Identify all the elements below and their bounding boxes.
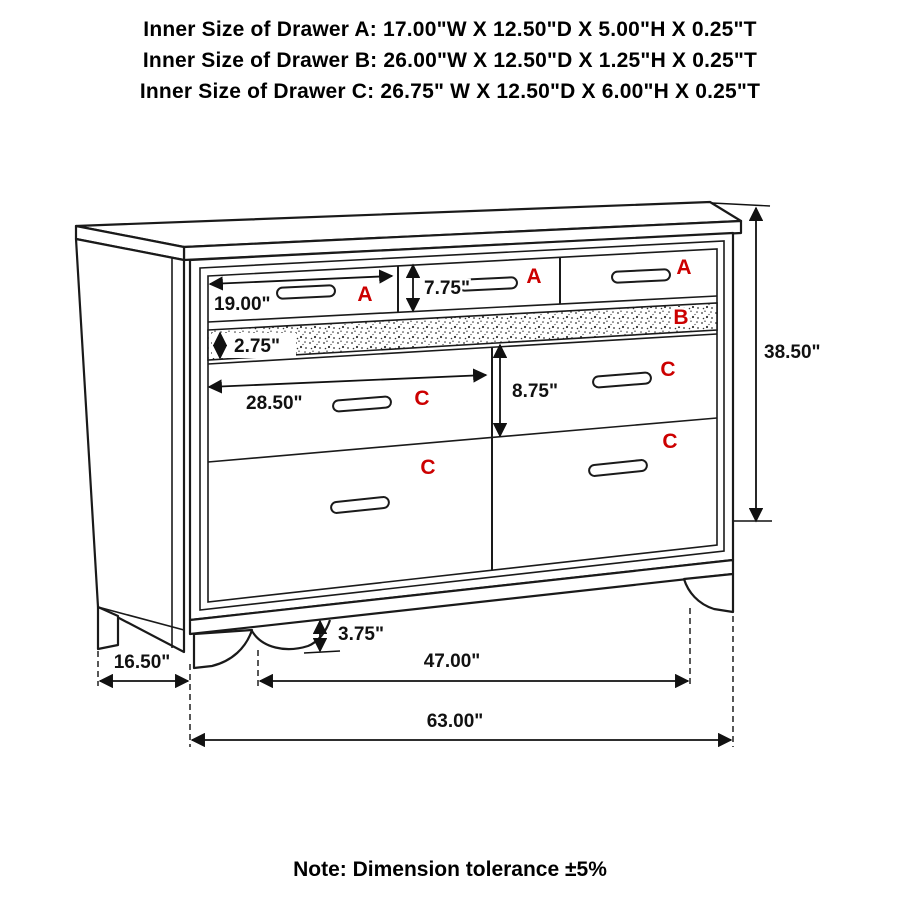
drawer-row-a-bottom-line [207,295,718,323]
drawer-letter-c-left-bottom: C [420,456,435,479]
dim-label-feet-span: 47.00" [424,651,481,672]
drawer-area-frame [207,248,718,603]
drawer-letter-c-right-bottom: C [662,430,677,453]
drawer-a2-handle [458,276,518,292]
spec-header: Inner Size of Drawer A: 17.00"W X 12.50"… [0,14,900,107]
dim-arrow-drawer-a-width [208,269,394,291]
tick-top-right [711,202,771,207]
drawer-a3-handle [611,268,671,284]
front-inner-frame [199,240,725,611]
dim-label-depth: 16.50" [114,652,171,673]
dresser-side-foot [96,605,120,651]
drawer-c-top-line [207,333,718,365]
dim-label-drawer-b-height: 2.75" [234,336,280,357]
dresser-side-panel [74,237,186,654]
dim-label-drawer-c-width: 28.50" [246,393,303,414]
dim-label-drawer-c-height: 8.75" [512,381,558,402]
dresser-right-foot [682,572,735,614]
side-panel-bottom-line [97,606,185,631]
drawer-c-left-top-handle [332,395,392,413]
spec-line-drawer-a: Inner Size of Drawer A: 17.00"W X 12.50"… [143,18,757,41]
dim-arrow-drawer-c-width [207,368,488,394]
drawer-letter-a3: A [676,256,691,279]
drawer-a1-handle [276,284,336,300]
drawer-letter-a2: A [526,265,541,288]
tick-foot-floor [303,650,341,654]
dresser-left-foot [192,628,254,670]
drawer-letter-c-left-top: C [414,387,429,410]
drawer-c-left-bottom-handle [330,496,390,514]
spec-line-drawer-c: Inner Size of Drawer C: 26.75" W X 12.50… [139,80,761,103]
dim-label-foot-height: 3.75" [338,624,384,645]
drawer-c-right-top-handle [592,371,652,389]
tolerance-note: Note: Dimension tolerance ±5% [293,858,607,881]
drawer-c-right-bottom-handle [588,459,648,477]
dim-label-overall-width: 63.00" [427,711,484,732]
drawer-letter-a1: A [357,283,372,306]
spec-line-drawer-b: Inner Size of Drawer B: 26.00"W X 12.50"… [142,49,758,72]
drawer-c-middle-line [207,417,718,463]
dim-label-drawer-a-width: 19.00" [214,294,271,315]
drawer-letter-c-right-top: C [660,358,675,381]
drawer-letter-b: B [673,306,688,329]
drawer-b-glitter-band [207,302,718,361]
dim-label-overall-height: 38.50" [764,342,821,363]
dim-label-drawer-a-height: 7.75" [424,278,470,299]
